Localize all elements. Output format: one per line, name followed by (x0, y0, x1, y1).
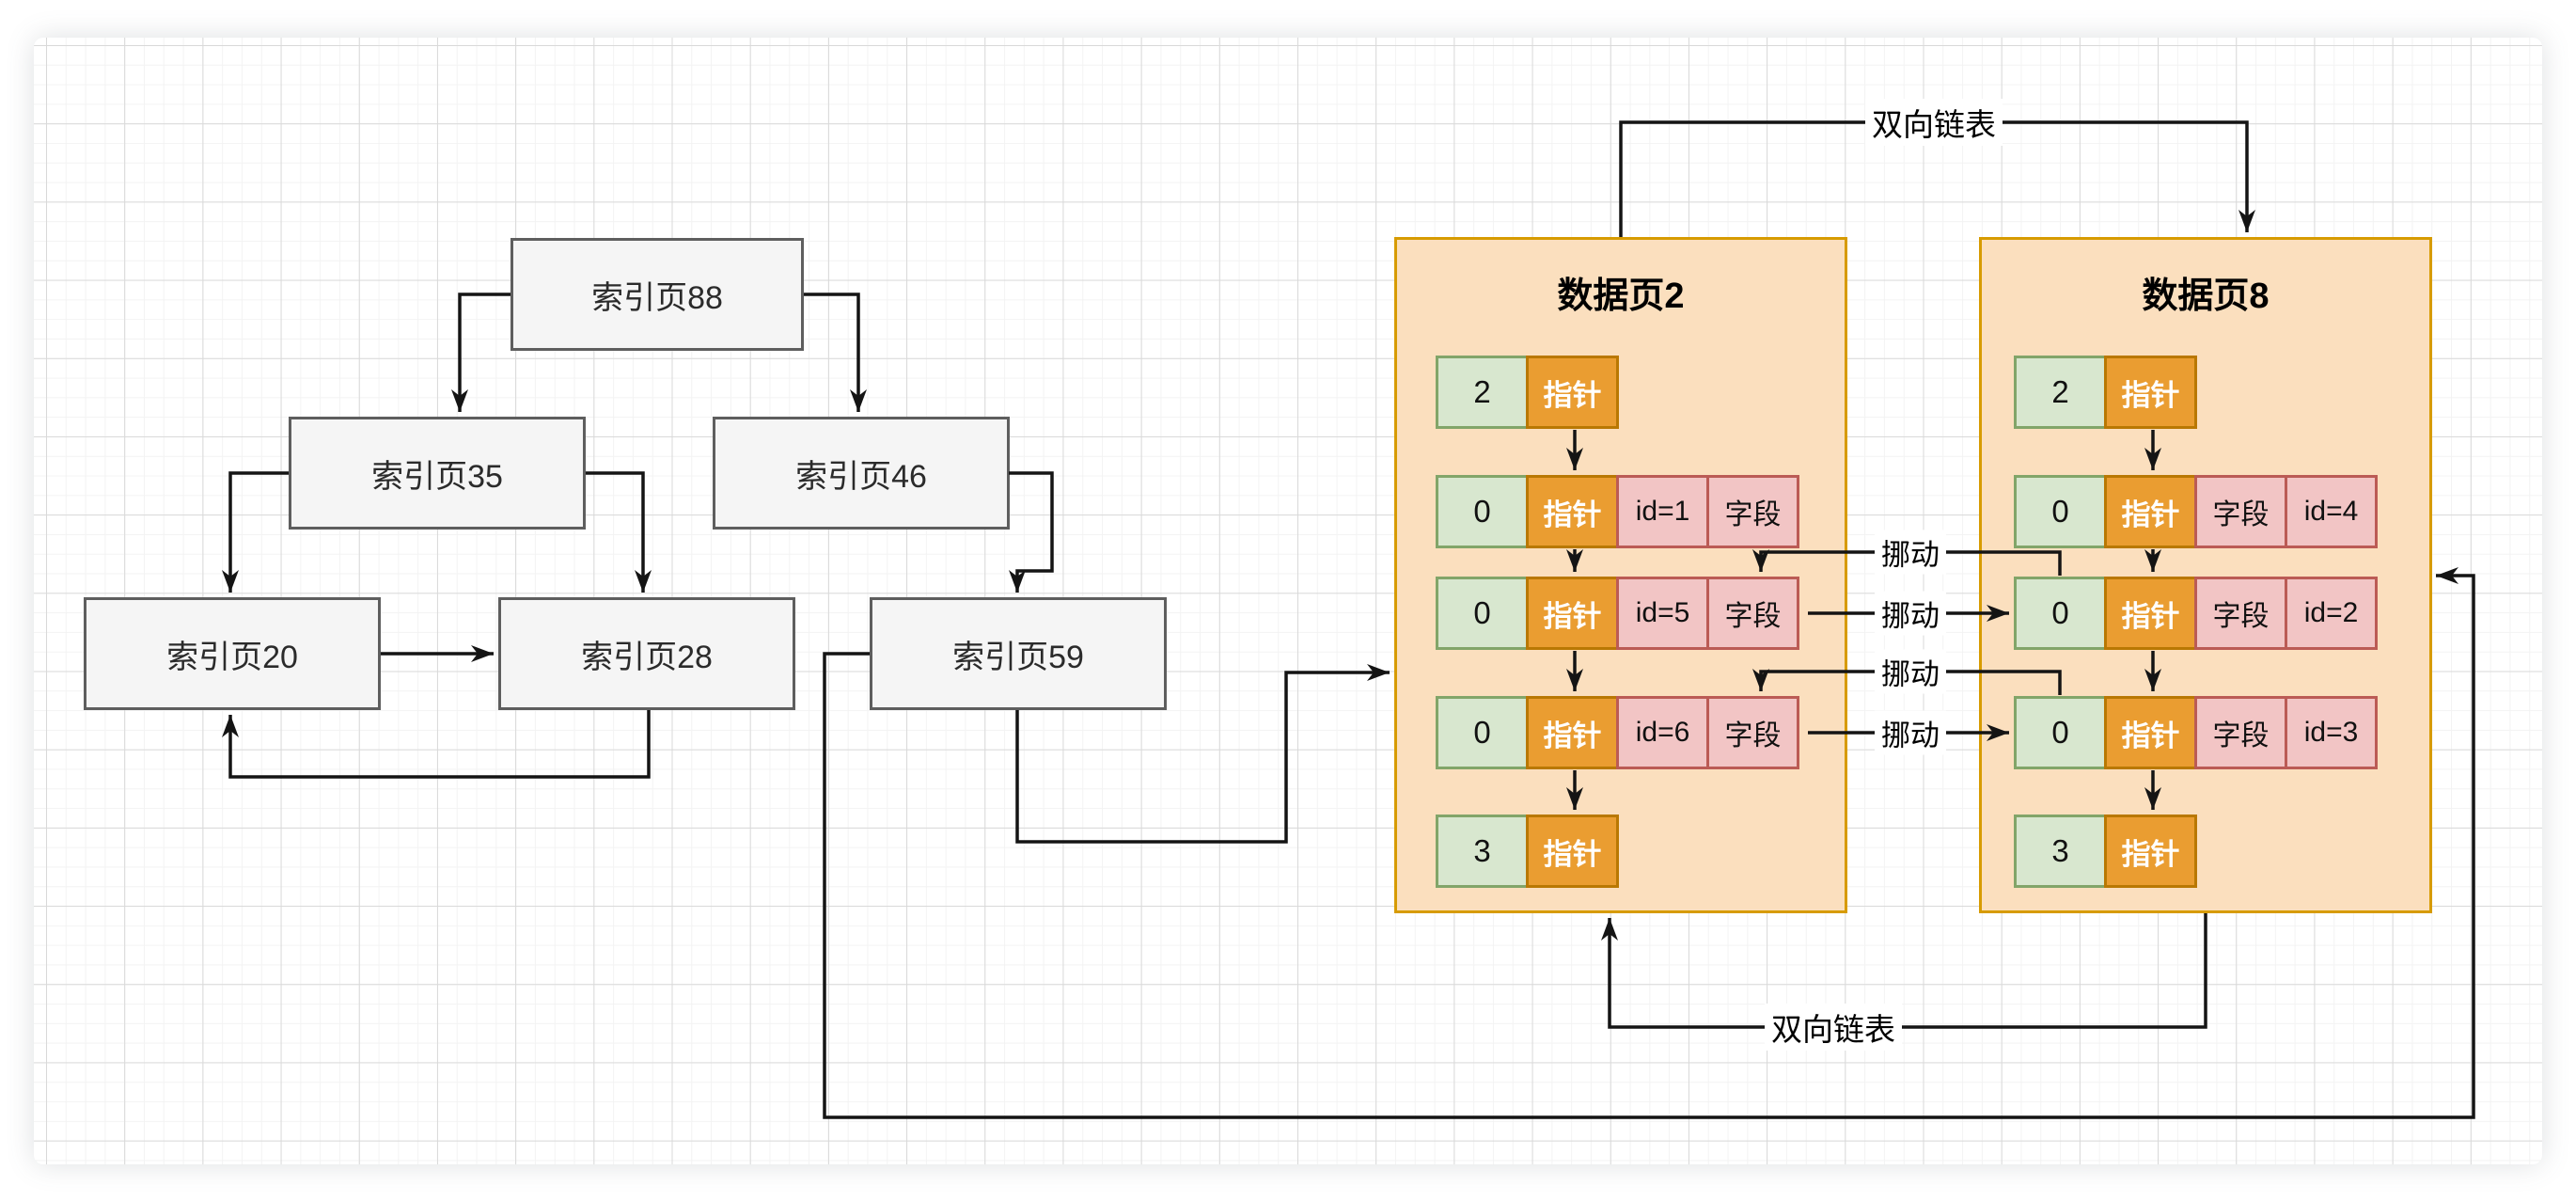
id-cell: id=1 (1616, 475, 1709, 548)
move-label-4: 挪动 (1875, 710, 1946, 755)
record-row: 3 指针 (1436, 815, 1619, 888)
field-cell: 字段 (1706, 577, 1799, 650)
data-page-2: 数据页2 (1394, 237, 1847, 913)
field-cell: 字段 (1706, 475, 1799, 548)
record-row: 0 指针 id=6 字段 (1436, 696, 1799, 769)
record-row: 0 指针 字段 id=2 (2014, 577, 2378, 650)
slot-count-cell: 2 (1436, 356, 1529, 429)
move-label-2: 挪动 (1875, 591, 1946, 636)
record-row: 0 指针 字段 id=3 (2014, 696, 2378, 769)
pointer-cell: 指针 (2104, 815, 2197, 888)
index-node-35: 索引页35 (289, 417, 586, 530)
data-page-title: 数据页2 (1557, 277, 1685, 316)
id-cell: id=2 (2285, 577, 2378, 650)
slot-count-cell: 2 (2014, 356, 2107, 429)
index-node-label: 索引页46 (795, 458, 927, 495)
pointer-cell: 指针 (1526, 356, 1619, 429)
index-node-28: 索引页28 (498, 597, 795, 710)
record-row: 3 指针 (2014, 815, 2197, 888)
pointer-cell: 指针 (1526, 475, 1619, 548)
pointer-cell: 指针 (1526, 815, 1619, 888)
pointer-cell: 指针 (2104, 475, 2197, 548)
index-node-label: 索引页20 (166, 639, 298, 675)
field-cell: 字段 (2194, 475, 2287, 548)
record-row: 2 指针 (1436, 356, 1619, 429)
record-row: 2 指针 (2014, 356, 2197, 429)
move-label-1: 挪动 (1875, 530, 1946, 575)
slot-count-cell: 0 (2014, 696, 2107, 769)
field-cell: 字段 (2194, 577, 2287, 650)
record-row: 0 指针 id=1 字段 (1436, 475, 1799, 548)
index-node-label: 索引页28 (581, 639, 713, 675)
index-node-label: 索引页59 (952, 639, 1084, 675)
id-cell: id=5 (1616, 577, 1709, 650)
id-cell: id=4 (2285, 475, 2378, 548)
field-cell: 字段 (2194, 696, 2287, 769)
field-cell: 字段 (1706, 696, 1799, 769)
slot-count-cell: 3 (2014, 815, 2107, 888)
slot-count-cell: 0 (1436, 475, 1529, 548)
pointer-cell: 指针 (2104, 696, 2197, 769)
index-node-88: 索引页88 (510, 238, 804, 351)
id-cell: id=3 (2285, 696, 2378, 769)
pointer-cell: 指针 (1526, 577, 1619, 650)
pointer-cell: 指针 (1526, 696, 1619, 769)
record-row: 0 指针 id=5 字段 (1436, 577, 1799, 650)
data-page-title: 数据页8 (2142, 277, 2270, 316)
data-page-8: 数据页8 (1979, 237, 2432, 913)
slot-count-cell: 0 (1436, 577, 1529, 650)
index-node-59: 索引页59 (870, 597, 1167, 710)
slot-count-cell: 3 (1436, 815, 1529, 888)
index-node-20: 索引页20 (84, 597, 381, 710)
slot-count-cell: 0 (2014, 577, 2107, 650)
slot-count-cell: 0 (1436, 696, 1529, 769)
pointer-cell: 指针 (2104, 356, 2197, 429)
move-label-3: 挪动 (1875, 649, 1946, 694)
id-cell: id=6 (1616, 696, 1709, 769)
record-row: 0 指针 字段 id=4 (2014, 475, 2378, 548)
index-node-46: 索引页46 (713, 417, 1010, 530)
index-node-label: 索引页88 (591, 279, 723, 316)
pointer-cell: 指针 (2104, 577, 2197, 650)
linked-list-label-top: 双向链表 (1865, 99, 2003, 146)
index-node-label: 索引页35 (371, 458, 503, 495)
slot-count-cell: 0 (2014, 475, 2107, 548)
linked-list-label-bottom: 双向链表 (1765, 1004, 1902, 1051)
